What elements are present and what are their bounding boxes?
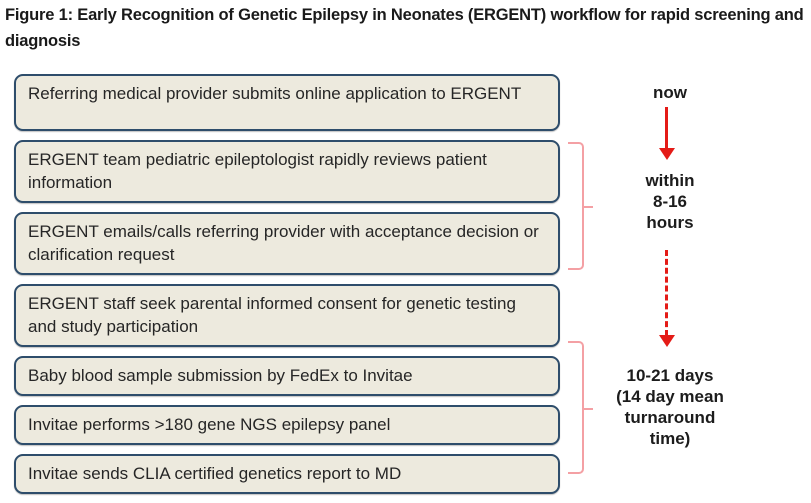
workflow-step-4-label: ERGENT staff seek parental informed cons… bbox=[28, 294, 516, 336]
workflow-step-3: ERGENT emails/calls referring provider w… bbox=[14, 212, 560, 275]
figure-caption: Figure 1: Early Recognition of Genetic E… bbox=[5, 6, 804, 50]
brace-upper-nub bbox=[582, 206, 593, 208]
workflow-step-7-label: Invitae sends CLIA certified genetics re… bbox=[28, 464, 402, 483]
workflow-step-2: ERGENT team pediatric epileptologist rap… bbox=[14, 140, 560, 203]
brace-lower bbox=[568, 341, 593, 474]
workflow-step-6: Invitae performs >180 gene NGS epilepsy … bbox=[14, 405, 560, 445]
label-within-line-2: 8-16 bbox=[652, 192, 688, 211]
label-days-line-4: time) bbox=[649, 429, 691, 448]
workflow-step-3-label: ERGENT emails/calls referring provider w… bbox=[28, 222, 539, 264]
workflow-step-5: Baby blood sample submission by FedEx to… bbox=[14, 356, 560, 396]
label-days-line-1: 10-21 days bbox=[626, 366, 714, 385]
arrow-dashed-head bbox=[658, 335, 675, 347]
brace-lower-nub bbox=[582, 407, 593, 410]
workflow-step-2-label: ERGENT team pediatric epileptologist rap… bbox=[28, 150, 487, 192]
workflow-step-1: Referring medical provider submits onlin… bbox=[14, 74, 560, 131]
workflow-step-6-label: Invitae performs >180 gene NGS epilepsy … bbox=[28, 415, 391, 434]
arrow-solid-head bbox=[658, 148, 675, 160]
workflow-step-5-label: Baby blood sample submission by FedEx to… bbox=[28, 366, 413, 385]
label-days-line-2: (14 day mean bbox=[616, 387, 724, 406]
label-within-line-3: hours bbox=[646, 213, 694, 232]
workflow-step-1-label: Referring medical provider submits onlin… bbox=[28, 84, 522, 103]
arrow-dashed-shaft bbox=[665, 250, 668, 336]
timing-annotations: now within 8-16 hours 10-21 days (14 day… bbox=[560, 70, 811, 484]
label-now: now bbox=[653, 83, 687, 102]
workflow-step-4: ERGENT staff seek parental informed cons… bbox=[14, 284, 560, 347]
label-within-line-1: within bbox=[645, 171, 695, 190]
brace-upper bbox=[568, 142, 593, 270]
workflow-flowchart: Referring medical provider submits onlin… bbox=[14, 74, 560, 503]
arrow-solid-shaft bbox=[665, 107, 668, 149]
label-within-hours: within 8-16 hours bbox=[600, 170, 740, 233]
label-turnaround-days: 10-21 days (14 day mean turnaround time) bbox=[600, 365, 740, 449]
label-days-line-3: turnaround bbox=[624, 408, 716, 427]
workflow-step-7: Invitae sends CLIA certified genetics re… bbox=[14, 454, 560, 494]
